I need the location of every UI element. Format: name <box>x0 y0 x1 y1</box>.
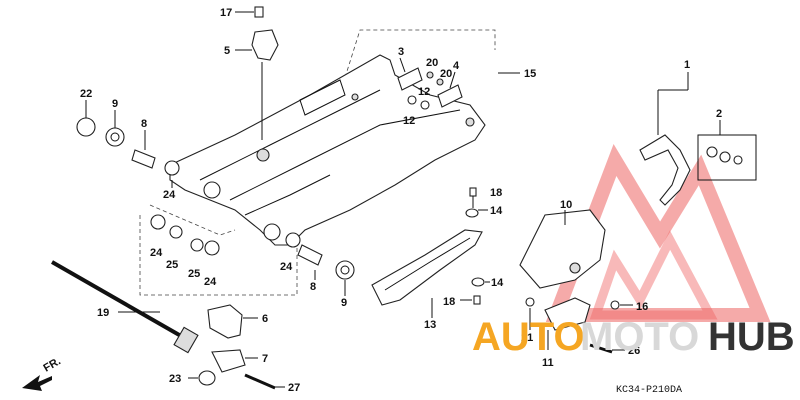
label-4: 4 <box>453 60 460 72</box>
part-27-bolt <box>244 373 276 390</box>
part-2-master-link <box>706 146 743 165</box>
part-22-cap <box>76 117 96 137</box>
part-26-bolt <box>589 343 613 354</box>
part-24-bearing-d <box>285 232 301 248</box>
leader-lines <box>85 11 721 388</box>
part-17-bolt <box>254 6 264 18</box>
label-17: 17 <box>220 7 232 19</box>
part-18-screw-b <box>473 295 481 305</box>
part-13-chain-slider <box>371 229 483 306</box>
swing-arm <box>169 54 486 246</box>
label-10: 10 <box>560 199 572 211</box>
label-23: 23 <box>169 373 181 385</box>
label-26: 26 <box>628 345 640 357</box>
part-23-collar <box>198 370 216 386</box>
label-24-c: 24 <box>204 276 217 288</box>
watermark-text-auto: AUTO <box>472 315 585 359</box>
part-4-plate <box>437 84 463 108</box>
part-24-bearing-b <box>150 214 166 230</box>
part-25-bushing-a <box>169 225 183 239</box>
label-25-a: 25 <box>166 259 178 271</box>
label-7: 7 <box>262 353 268 365</box>
part-19-pivot-bolt <box>51 260 199 354</box>
label-2: 2 <box>716 108 722 120</box>
part-11-slider <box>544 297 591 331</box>
label-12-b: 12 <box>403 115 415 127</box>
part-1-drive-chain <box>639 134 691 206</box>
label-11: 11 <box>542 357 554 369</box>
label-24-b: 24 <box>150 247 163 259</box>
part-6-chain-guide <box>207 304 243 339</box>
label-9-a: 9 <box>112 98 118 110</box>
part-9-seal-b <box>335 260 355 280</box>
diagram-code: KC34-P210DA <box>616 385 682 396</box>
part-12-nut-a <box>407 95 417 105</box>
label-12-a: 12 <box>418 86 430 98</box>
part-14-nut-b <box>471 277 485 287</box>
part-2-box <box>697 134 757 181</box>
label-3: 3 <box>398 46 404 58</box>
watermark-text-moto: MOTO <box>580 315 699 359</box>
part-10-chain-case <box>519 209 606 289</box>
label-15: 15 <box>524 68 536 80</box>
part-14-nut-a <box>465 208 479 218</box>
label-13: 13 <box>424 319 436 331</box>
part-21-screw <box>525 297 535 307</box>
front-arrow <box>22 375 52 391</box>
part-20-bolt-b <box>436 78 444 86</box>
part-12-nut-b <box>420 100 430 110</box>
assembly-outline-inner <box>149 204 236 236</box>
part-3-plate <box>397 67 423 91</box>
label-25-b: 25 <box>188 268 200 280</box>
label-24-a: 24 <box>163 189 176 201</box>
part-16-screw <box>610 300 620 310</box>
part-8-collar-a <box>131 149 156 169</box>
label-14-a: 14 <box>490 205 503 217</box>
label-14-b: 14 <box>491 277 504 289</box>
label-9-b: 9 <box>341 297 347 309</box>
label-24-d: 24 <box>280 261 293 273</box>
label-20-a: 20 <box>426 57 438 69</box>
label-18-b: 18 <box>443 296 455 308</box>
label-20-b: 20 <box>440 68 452 80</box>
label-27: 27 <box>288 382 300 394</box>
part-24-bearing-a <box>164 160 180 176</box>
part-8-collar-b <box>297 244 323 266</box>
part-20-bolt-a <box>426 71 434 79</box>
label-21: 21 <box>521 332 533 344</box>
part-25-bushing-b <box>190 238 204 252</box>
label-1: 1 <box>684 59 690 71</box>
label-8-b: 8 <box>310 281 316 293</box>
part-7-bracket <box>211 349 246 373</box>
label-18-a: 18 <box>490 187 502 199</box>
label-22: 22 <box>80 88 92 100</box>
label-6: 6 <box>262 313 268 325</box>
part-24-bearing-c <box>204 240 220 256</box>
part-9-seal-a <box>105 127 125 147</box>
part-18-screw-a <box>469 187 477 197</box>
front-label: FR. <box>42 355 63 374</box>
label-8-a: 8 <box>141 118 147 130</box>
label-19: 19 <box>97 307 109 319</box>
watermark-logo <box>545 144 771 322</box>
label-5: 5 <box>224 45 230 57</box>
watermark-text-hub: HUB <box>708 315 795 359</box>
label-16: 16 <box>636 301 648 313</box>
part-5-cap <box>251 29 279 61</box>
